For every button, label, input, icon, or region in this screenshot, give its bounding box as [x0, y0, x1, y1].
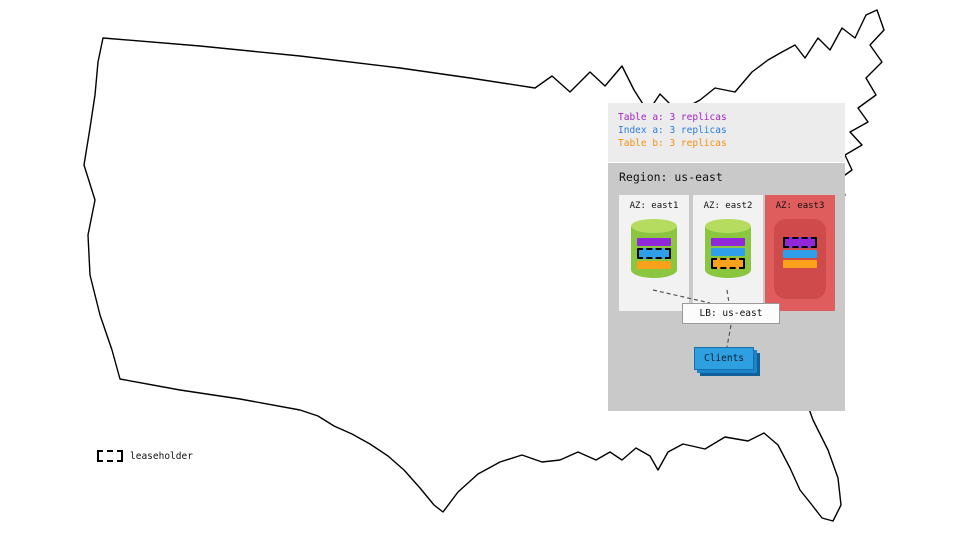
replica-bar-table-a: [711, 238, 745, 246]
replica-bar-table-b: [783, 260, 817, 268]
db-cylinder-east1: [631, 219, 677, 281]
summary-index-a: Index a: 3 replicas: [618, 125, 727, 136]
region-title: Region: us-east: [619, 170, 723, 184]
replica-bar-table-b: [637, 261, 671, 269]
az-east3-failure-overlay: [774, 219, 826, 299]
az-box-east1: AZ: east1: [619, 195, 689, 311]
summary-table-a: Table a: 3 replicas: [618, 112, 727, 123]
load-balancer-box: LB: us-east: [682, 303, 780, 324]
replica-bar-table-a: [637, 238, 671, 246]
replica-bars-east2: [705, 236, 751, 271]
leaseholder-key: leaseholder: [97, 450, 193, 462]
region-box: Region: us-east AZ: east1 AZ: east2 AZ: …: [608, 163, 845, 411]
summary-table-b: Table b: 3 replicas: [618, 138, 727, 149]
az-east2-label: AZ: east2: [703, 201, 753, 211]
replica-bar-index-a: [711, 248, 745, 256]
connector-lb-clients: [726, 324, 732, 348]
connector-east1-lb: [652, 289, 711, 304]
db-cylinder-top: [705, 219, 751, 233]
az-box-east3-failed: AZ: east3: [765, 195, 835, 311]
leaseholder-swatch-icon: [97, 450, 123, 462]
leaseholder-key-label: leaseholder: [130, 450, 193, 462]
replica-bar-table-a-leaseholder: [783, 237, 817, 248]
az-east3-label: AZ: east3: [775, 201, 825, 211]
replica-bar-index-a-leaseholder: [637, 248, 671, 259]
replica-bars-east1: [631, 236, 677, 271]
replica-summary-panel: Table a: 3 replicas Index a: 3 replicas …: [608, 103, 845, 162]
replica-bar-index-a: [783, 250, 817, 258]
replica-bar-table-b-leaseholder: [711, 258, 745, 269]
replica-bars-east3: [774, 235, 826, 270]
az-box-east2: AZ: east2: [693, 195, 763, 311]
connector-east2-lb: [726, 289, 730, 304]
az-east1-label: AZ: east1: [629, 201, 679, 211]
db-cylinder-top: [631, 219, 677, 233]
db-cylinder-east2: [705, 219, 751, 281]
clients-box: Clients: [694, 347, 754, 370]
